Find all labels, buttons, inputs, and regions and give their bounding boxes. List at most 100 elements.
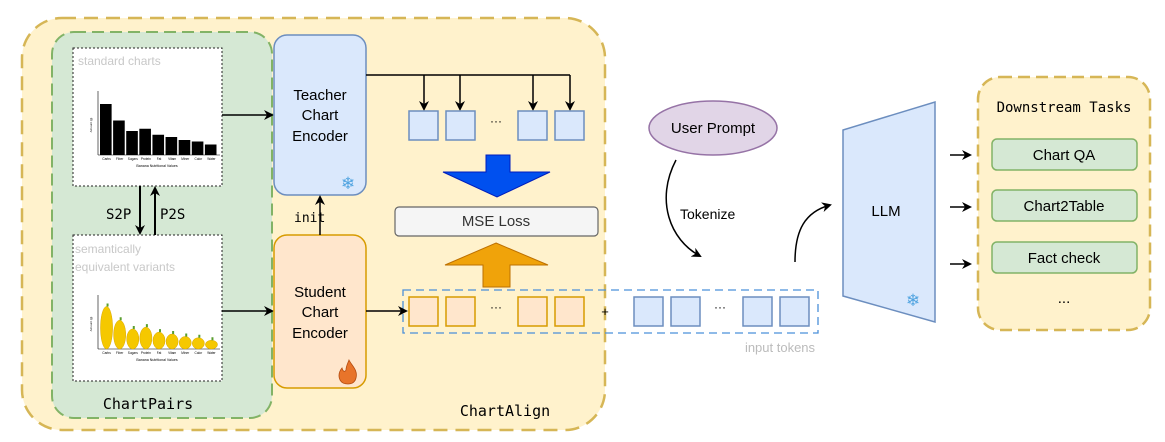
bar <box>165 137 178 155</box>
token <box>408 110 439 141</box>
s2p-label: S2P <box>106 207 131 223</box>
teacher-tokens <box>408 110 585 141</box>
task-label: Fact check <box>1028 250 1101 267</box>
token <box>779 296 810 327</box>
mse-loss-box <box>394 206 599 237</box>
x-tick-label: Carbs <box>102 157 111 161</box>
banana-stem <box>172 331 175 334</box>
x-axis-label: Banana Nutritional Values <box>136 358 177 362</box>
bar <box>126 131 138 155</box>
banana-stem <box>185 333 188 337</box>
banana-bar <box>100 306 113 350</box>
x-tick-label: Calor <box>195 351 204 355</box>
token <box>554 296 585 327</box>
banana-bar <box>178 336 192 350</box>
student-line3: Encoder <box>292 325 348 342</box>
y-axis-label: Amount (g) <box>89 317 93 332</box>
more-tasks: ... <box>1058 290 1071 307</box>
p2s-label: P2S <box>160 207 185 223</box>
chartpairs-label: ChartPairs <box>103 395 193 413</box>
plus-sign: + <box>601 304 609 319</box>
prompt-tokens-ellipsis: ··· <box>714 300 726 314</box>
student-chart-encoder: Student Chart Encoder <box>273 234 367 389</box>
x-tick-label: Sugars <box>128 157 139 161</box>
x-tick-label: Protein <box>141 351 151 355</box>
token <box>554 110 585 141</box>
banana-stem <box>106 303 109 307</box>
x-tick-label: Miner <box>181 157 190 161</box>
chartalign-label: ChartAlign <box>460 402 550 420</box>
token <box>408 296 439 327</box>
x-tick-label: Vitam <box>168 157 176 161</box>
teacher-line1: Teacher <box>293 87 346 104</box>
banana-bar <box>152 331 166 350</box>
bar <box>178 140 191 155</box>
llm-output-arrows <box>950 150 972 269</box>
banana-bar <box>192 337 205 350</box>
token <box>445 110 476 141</box>
llm-snowflake-icon: ❄ <box>906 291 920 310</box>
x-tick-label: Carbs <box>102 351 111 355</box>
x-tick-label: Miner <box>181 351 190 355</box>
downstream-title: Downstream Tasks <box>997 100 1132 116</box>
token <box>517 110 548 141</box>
x-tick-label: Sugars <box>128 351 139 355</box>
token <box>670 296 701 327</box>
bar <box>152 134 165 155</box>
tokenize-label: Tokenize <box>680 206 735 222</box>
bar <box>113 120 125 155</box>
teacher-line2: Chart <box>302 107 340 124</box>
x-tick-label: Water <box>207 157 216 161</box>
teacher-output-arrows <box>419 75 575 111</box>
bar <box>100 104 112 155</box>
banana-stem <box>159 329 161 333</box>
x-tick-label: Fat <box>157 157 162 161</box>
task-label: Chart2Table <box>1024 198 1105 215</box>
input-tokens-label: input tokens <box>745 340 816 355</box>
x-tick-label: Fat <box>157 351 162 355</box>
fire-icon <box>338 358 357 385</box>
prompt-tokens <box>633 296 810 327</box>
bar <box>191 141 204 155</box>
token <box>742 296 773 327</box>
banana-stem <box>211 337 214 341</box>
banana-bar <box>165 333 179 350</box>
bar <box>204 144 217 155</box>
standard-charts-label: standard charts <box>78 54 161 68</box>
token <box>517 296 548 327</box>
x-tick-label: Fiber <box>116 157 124 161</box>
banana-bar <box>113 320 126 350</box>
student-tokens <box>408 296 585 327</box>
banana-stem <box>145 324 148 328</box>
x-tick-label: Calor <box>195 157 204 161</box>
llm-label: LLM <box>871 203 900 220</box>
banana-bar <box>205 340 218 350</box>
task-fact-check: Fact check <box>991 241 1138 274</box>
teacher-line3: Encoder <box>292 128 348 145</box>
blue-down-arrow <box>442 154 551 198</box>
banana-stem <box>198 334 201 338</box>
bar <box>139 128 151 155</box>
y-axis-label: Amount (g) <box>89 118 93 133</box>
x-tick-label: Vitam <box>168 351 176 355</box>
token <box>633 296 664 327</box>
task-chart2table: Chart2Table <box>991 189 1138 222</box>
orange-up-arrow <box>444 242 549 288</box>
variants-label-line2: equivalent variants <box>75 260 175 274</box>
task-label: Chart QA <box>1033 147 1096 164</box>
mse-loss-label: MSE Loss <box>462 213 530 230</box>
tokens-to-llm-arrow <box>794 202 832 263</box>
input-tokens-group <box>402 289 819 334</box>
banana-stem <box>132 326 135 329</box>
init-label: init <box>294 211 325 226</box>
token <box>445 296 476 327</box>
x-axis-label: Banana Nutritional Values <box>136 164 177 168</box>
task-chart-qa: Chart QA <box>991 138 1138 171</box>
banana-bar <box>139 326 153 350</box>
x-tick-label: Fiber <box>116 351 124 355</box>
student-line1: Student <box>294 284 347 301</box>
tokenize-arrow <box>665 159 702 257</box>
